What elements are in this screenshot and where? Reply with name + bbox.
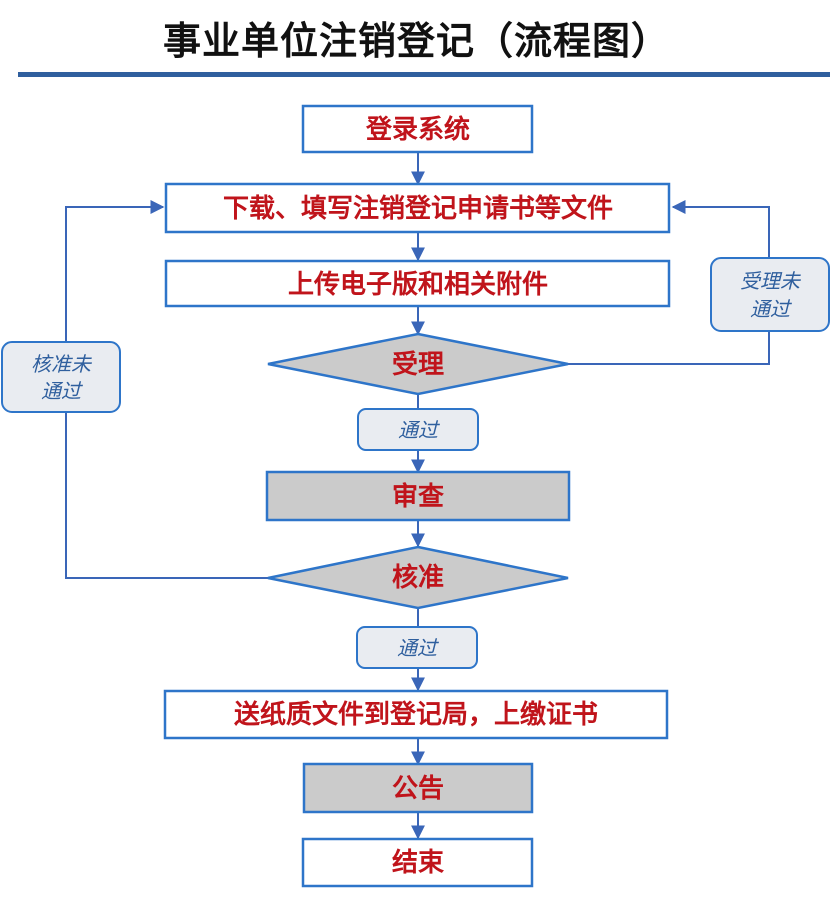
step-submit: 送纸质文件到登记局，上缴证书 xyxy=(163,689,669,740)
step-login-box xyxy=(301,104,534,154)
decision-approve-diamond xyxy=(267,545,569,610)
decision-approve: 核准 xyxy=(267,545,569,610)
note-pass-1-box xyxy=(357,408,479,451)
note-pass-1-label: 通过 xyxy=(398,418,441,442)
step-download-box xyxy=(164,182,671,234)
step-end-label: 结束 xyxy=(392,847,445,878)
note-pass-2: 通过 xyxy=(356,626,478,669)
step-login: 登录系统 xyxy=(301,104,534,154)
step-end-box xyxy=(301,837,534,888)
decision-approve-label: 核准 xyxy=(392,562,444,593)
step-download-label: 下载、填写注销登记申请书等文件 xyxy=(223,193,613,224)
step-announce: 公告 xyxy=(302,762,534,814)
note-accept-fail-line2: 通过 xyxy=(750,297,793,321)
note-approve-fail-line2: 通过 xyxy=(41,379,84,403)
note-accept-fail-line1: 受理未 xyxy=(740,269,801,293)
note-approve-fail-box xyxy=(1,341,121,413)
decision-accept-diamond xyxy=(267,332,569,396)
step-upload: 上传电子版和相关附件 xyxy=(164,259,671,308)
step-submit-box xyxy=(163,689,669,740)
note-approve-fail: 核准未 通过 xyxy=(1,341,121,413)
step-upload-box xyxy=(164,259,671,308)
note-approve-fail-line1: 核准未 xyxy=(31,352,92,376)
note-pass-2-box xyxy=(356,626,478,669)
title-divider xyxy=(18,72,830,77)
note-pass-1: 通过 xyxy=(357,408,479,451)
note-accept-fail-box xyxy=(710,257,830,332)
step-review: 审查 xyxy=(265,470,571,522)
note-accept-fail: 受理未 通过 xyxy=(710,257,830,332)
step-announce-box xyxy=(302,762,534,814)
note-pass-2-label: 通过 xyxy=(397,636,440,660)
step-upload-label: 上传电子版和相关附件 xyxy=(288,270,548,300)
step-announce-label: 公告 xyxy=(392,774,444,804)
step-submit-label: 送纸质文件到登记局，上缴证书 xyxy=(234,699,598,730)
step-review-label: 审查 xyxy=(392,481,444,512)
decision-accept-label: 受理 xyxy=(392,349,444,380)
step-end: 结束 xyxy=(301,837,534,888)
step-review-box xyxy=(265,470,571,522)
step-download: 下载、填写注销登记申请书等文件 xyxy=(164,182,671,234)
decision-accept: 受理 xyxy=(267,332,569,396)
step-login-label: 登录系统 xyxy=(365,114,470,145)
page-title: 事业单位注销登记（流程图） xyxy=(162,19,670,63)
